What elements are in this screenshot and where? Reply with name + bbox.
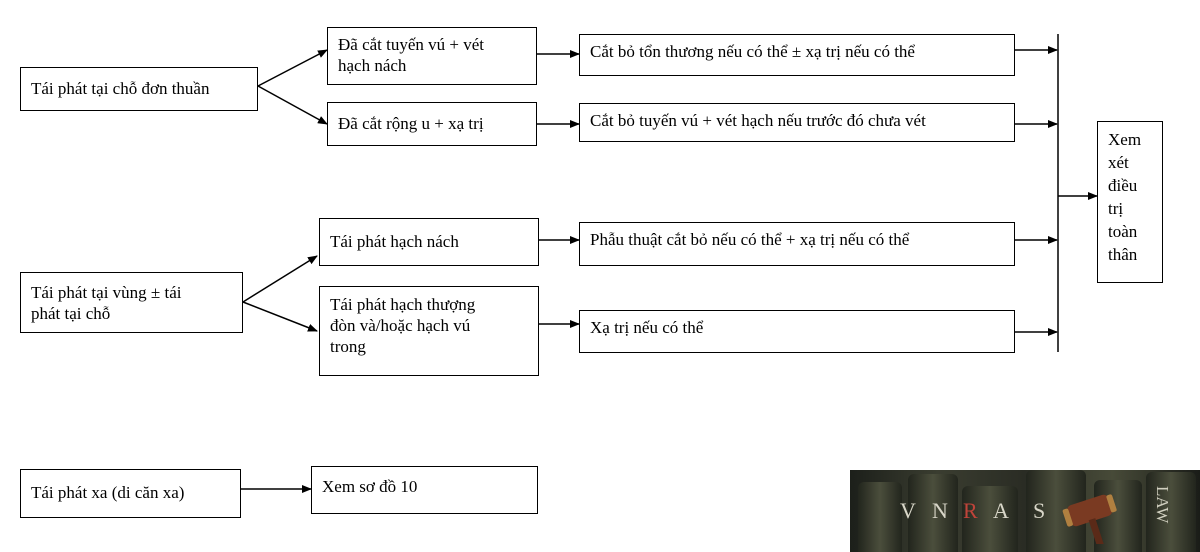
logo-side-text: LAW: [1153, 486, 1172, 524]
node-regional-recurrence: Tái phát tại vùng ± tái phát tại chỗ: [20, 272, 243, 333]
logo-letter-n: N: [932, 498, 948, 523]
node-excise-breast: Cắt bỏ tuyến vú + vét hạch nếu trước đó …: [579, 103, 1015, 142]
gavel-icon: [1062, 494, 1117, 544]
node-local-recurrence: Tái phát tại chỗ đơn thuần: [20, 67, 258, 111]
logo-letter-a: A: [993, 498, 1009, 523]
node-distant-recurrence: Tái phát xa (di căn xa): [20, 469, 241, 518]
node-excise-lesion: Cắt bỏ tổn thương nếu có thể ± xạ trị nế…: [579, 34, 1015, 76]
logo-letter-r: R: [963, 498, 978, 523]
arrow-regional-to-axillary: [242, 255, 318, 303]
node-prior-lumpectomy: Đã cắt rộng u + xạ trị: [327, 102, 537, 146]
node-see-diagram-10: Xem sơ đồ 10: [311, 466, 538, 514]
node-axillary-recurrence: Tái phát hạch nách: [319, 218, 539, 266]
node-supraclavicular-recurrence: Tái phát hạch thượng đòn và/hoặc hạch vú…: [319, 286, 539, 376]
arrow-local-to-lumpectomy: [257, 85, 328, 125]
node-systemic-treatment: Xem xét điều trị toàn thân: [1097, 121, 1163, 283]
node-radiotherapy: Xạ trị nếu có thể: [579, 310, 1015, 353]
arrow-local-to-mastectomy: [257, 49, 328, 87]
node-surgery-axillary: Phẫu thuật cắt bỏ nếu có thể + xạ trị nế…: [579, 222, 1015, 266]
vnras-law-logo: V N R A S LAW: [850, 470, 1200, 552]
logo-letter-s: S: [1033, 498, 1046, 523]
logo-letter-v: V: [900, 498, 916, 523]
arrow-regional-to-supraclavicular: [242, 301, 318, 332]
node-prior-mastectomy: Đã cắt tuyến vú + vét hạch nách: [327, 27, 537, 85]
